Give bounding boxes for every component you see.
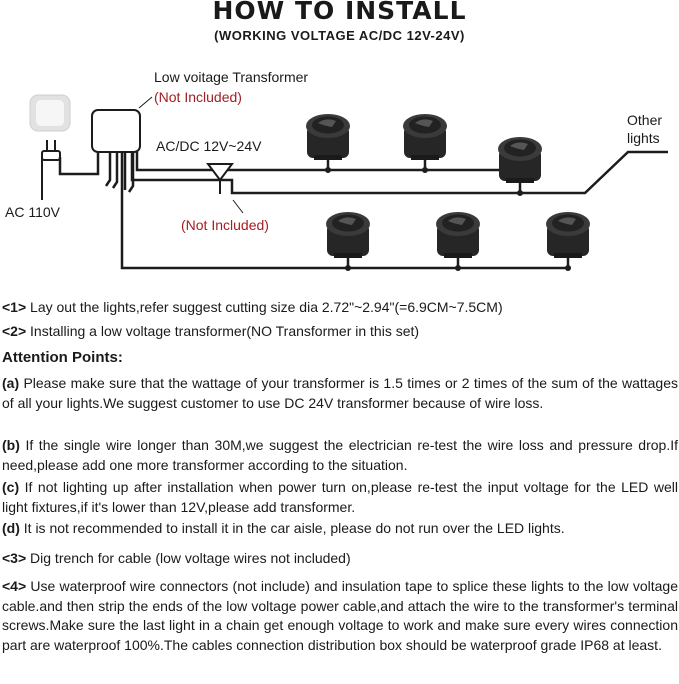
- page-title: HOW TO INSTALL: [212, 0, 467, 25]
- wall-outlet-icon: [29, 94, 71, 132]
- other-lights-label: Other lights: [627, 112, 663, 146]
- attention-b: (b) If the single wire longer than 30M,w…: [2, 437, 678, 473]
- led-light-icon: [304, 112, 352, 174]
- attention-title: Attention Points:: [2, 349, 123, 366]
- step-1: <1> Lay out the lights,refer suggest cut…: [2, 299, 503, 315]
- attention-a: (a) Please make sure that the wattage of…: [2, 375, 678, 411]
- attention-d: (d) It is not recommended to install it …: [2, 520, 565, 536]
- transformer-icon: [91, 109, 141, 153]
- wire-connector-icon: [206, 163, 234, 194]
- attention-c: (c) If not lighting up after installatio…: [2, 479, 678, 515]
- mains-label: AC 110V: [5, 204, 60, 220]
- step-2: <2> Installing a low voltage transformer…: [2, 323, 420, 339]
- wiring-diagram: [29, 94, 668, 272]
- led-light-icon: [434, 210, 482, 272]
- led-light-icon: [496, 135, 544, 197]
- transformer-label: Low voitage Transformer: [154, 69, 309, 85]
- connector-note: (Not Included): [181, 217, 269, 233]
- led-light-icon: [401, 112, 449, 174]
- transformer-note: (Not Included): [154, 89, 242, 105]
- led-light-icon: [324, 210, 372, 272]
- step-3: <3> Dig trench for cable (low voltage wi…: [2, 550, 351, 566]
- step-4: <4> Use waterproof wire connectors (not …: [2, 578, 678, 653]
- page-subtitle: (WORKING VOLTAGE AC/DC 12V-24V): [214, 28, 465, 43]
- voltage-label: AC/DC 12V~24V: [156, 138, 262, 154]
- plug-icon: [41, 140, 61, 161]
- led-light-icon: [544, 210, 592, 272]
